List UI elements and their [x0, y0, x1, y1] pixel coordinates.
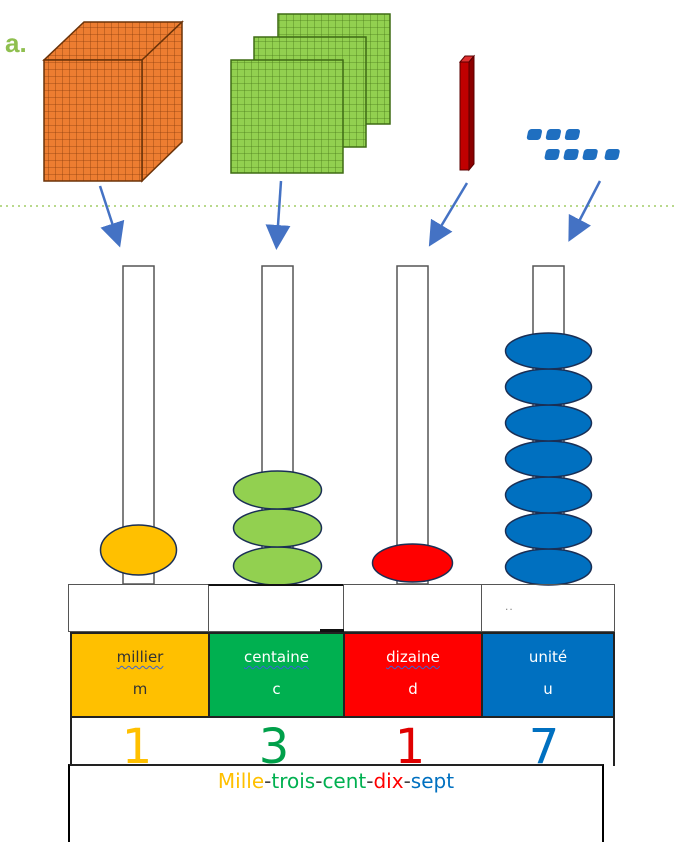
label-dizaine: dizaine	[386, 648, 440, 666]
unit-hint: ..	[505, 599, 514, 613]
cell-unite: unité u	[481, 632, 615, 718]
blank-cell-dizaine	[343, 584, 482, 632]
word-part: -	[264, 769, 272, 793]
rod-dizaine	[396, 265, 429, 585]
label-unite: unité	[528, 648, 568, 666]
abbr-millier: m	[132, 680, 148, 698]
label-millier: millier	[116, 648, 164, 666]
bead-c-1	[232, 546, 323, 586]
abacus-rods	[122, 265, 565, 585]
exercise-letter: a.	[5, 28, 27, 58]
abbr-dizaine: d	[408, 680, 418, 698]
abbr-unite: u	[543, 680, 553, 698]
word-part: -	[366, 769, 374, 793]
arrow-unite	[568, 180, 602, 242]
bead-u-3	[504, 476, 593, 514]
blank-cell-centaine	[208, 584, 344, 632]
row-gap-mark	[320, 629, 344, 632]
abbr-centaine: c	[272, 680, 281, 698]
blank-row: ..	[68, 584, 615, 632]
blank-cell-unite: ..	[481, 584, 615, 632]
digits-row: 1 3 1 7	[70, 718, 615, 775]
cell-centaine: centaine c	[208, 632, 345, 718]
bead-u-1	[504, 548, 593, 586]
word-part: -	[403, 769, 411, 793]
arrows	[98, 180, 602, 250]
word-part: dix	[373, 769, 404, 793]
bead-u-2	[504, 512, 593, 550]
label-centaine: centaine	[244, 648, 309, 666]
bead-u-7	[504, 332, 593, 370]
bead-u-4	[504, 440, 593, 478]
bead-u-5	[504, 404, 593, 442]
number-in-words: Mille-trois-cent-dix-sept	[68, 764, 604, 842]
arrow-dizaine	[428, 182, 469, 247]
place-value-row: millier m centaine c dizaine d unité u	[70, 632, 615, 718]
bead-m-1	[99, 524, 178, 576]
cell-millier: millier m	[70, 632, 210, 718]
word-part: Mille	[217, 769, 265, 793]
hundred-flats-icon	[230, 13, 391, 174]
word-part: sept	[410, 769, 455, 793]
abacus-beads	[99, 332, 593, 586]
arrow-centaine	[265, 180, 291, 250]
bead-c-3	[232, 470, 323, 510]
thousand-cube-icon	[42, 20, 184, 183]
word-part: -	[315, 769, 323, 793]
ten-rod-icon	[458, 54, 476, 172]
bead-c-2	[232, 508, 323, 548]
arrow-millier	[98, 185, 125, 248]
bead-u-6	[504, 368, 593, 406]
unit-cubes-icon	[526, 129, 620, 160]
blank-cell-millier	[68, 584, 209, 632]
word-part: trois	[271, 769, 316, 793]
bead-d-1	[371, 543, 454, 583]
cell-dizaine: dizaine d	[343, 632, 483, 718]
word-part: cent	[322, 769, 367, 793]
